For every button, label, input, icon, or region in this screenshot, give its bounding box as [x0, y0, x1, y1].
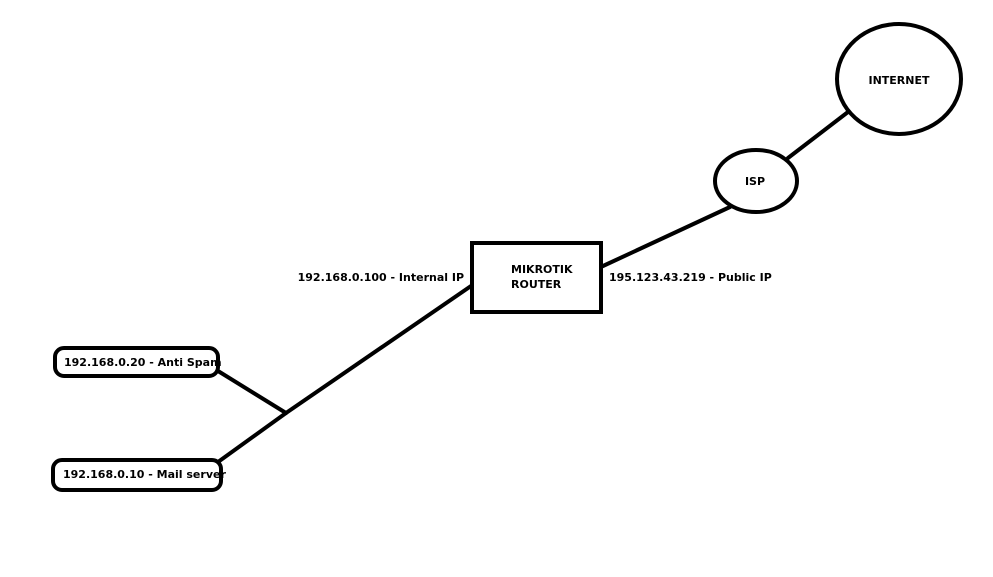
link-junction-antispam: [216, 369, 288, 415]
anti-spam-box: [53, 346, 220, 378]
internet-label: INTERNET: [868, 74, 930, 87]
mail-server-box: [51, 458, 223, 492]
internal-ip-label: 192.168.0.100 - Internal IP: [298, 271, 464, 284]
internet-node: INTERNET: [835, 22, 963, 136]
isp-ellipse: [713, 148, 799, 214]
router-box: [470, 241, 603, 314]
internet-ellipse: [835, 22, 963, 136]
anti-spam-label: 192.168.0.20 - Anti Spam: [64, 356, 222, 369]
anti-spam-node: 192.168.0.20 - Anti Spam: [53, 346, 222, 378]
mail-server-label: 192.168.0.10 - Mail server: [63, 468, 226, 481]
router-node: MIKROTIK ROUTER: [470, 241, 603, 314]
link-router-junction: [284, 284, 473, 415]
link-junction-mailserver: [216, 411, 288, 464]
link-isp-router: [601, 205, 732, 268]
isp-label: ISP: [745, 175, 765, 188]
mail-server-node: 192.168.0.10 - Mail server: [51, 458, 226, 492]
link-internet-isp: [786, 110, 850, 160]
router-label-line1: MIKROTIK: [511, 263, 573, 276]
router-label-line2: ROUTER: [511, 278, 562, 291]
public-ip-label: 195.123.43.219 - Public IP: [609, 271, 772, 284]
isp-node: ISP: [713, 148, 799, 214]
